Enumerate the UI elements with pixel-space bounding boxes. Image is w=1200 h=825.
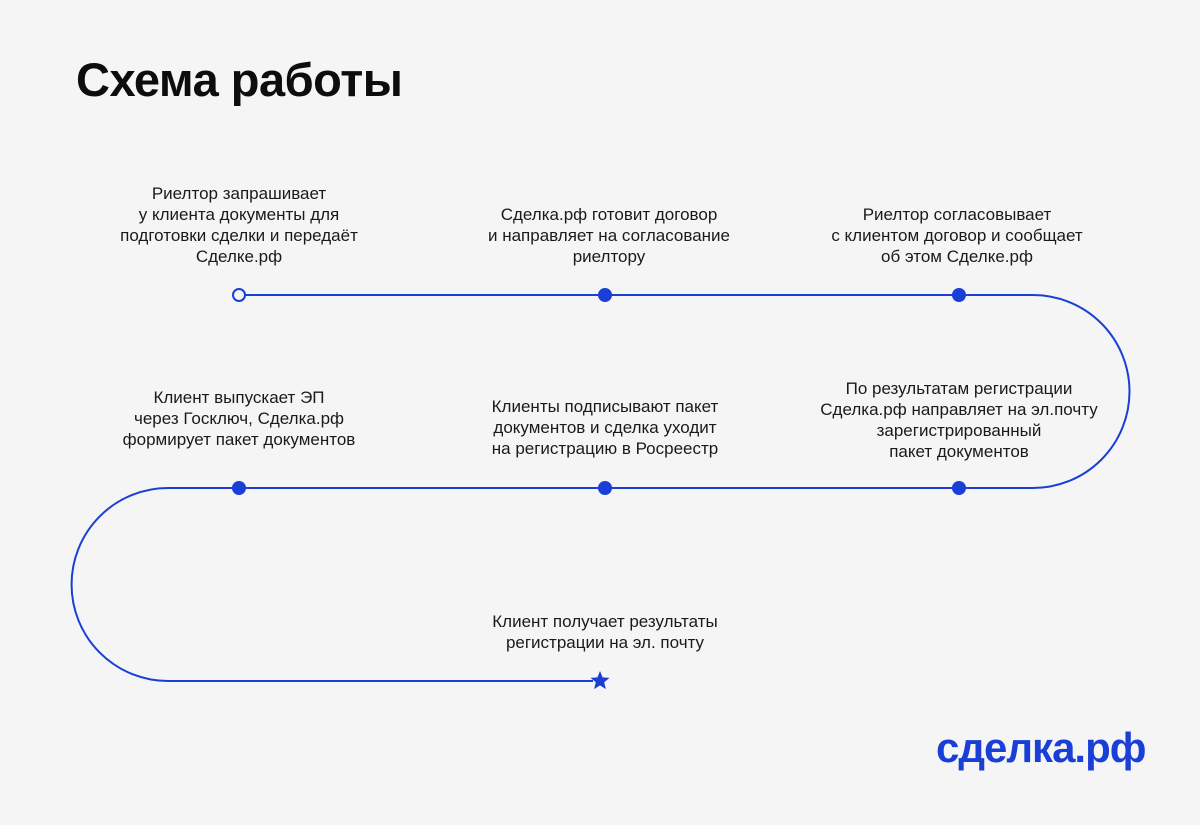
step-marker-5 [598, 481, 612, 495]
step-marker-1 [232, 288, 246, 302]
step-label-7: Клиент получает результаты регистрации н… [492, 612, 718, 652]
step-marker-4 [952, 481, 966, 495]
step-marker-2 [598, 288, 612, 302]
star-icon [590, 671, 610, 690]
step-label-2: Сделка.рф готовит договор и направляет н… [487, 205, 731, 266]
sdelka-logo: сделка.рф [936, 724, 1147, 771]
step-label-1: Риелтор запрашивает у клиента документы … [120, 184, 358, 266]
step-label-5: Клиенты подписывают пакет документов и с… [491, 397, 719, 458]
page-title: Схема работы [76, 53, 403, 106]
step-marker-3 [952, 288, 966, 302]
step-label-4: По результатам регистрации Сделка.рф нап… [820, 379, 1098, 461]
step-marker-6 [232, 481, 246, 495]
step-label-6: Клиент выпускает ЭП через Госключ, Сделк… [122, 388, 356, 449]
step-label-3: Риелтор согласовывает с клиентом договор… [831, 205, 1083, 266]
